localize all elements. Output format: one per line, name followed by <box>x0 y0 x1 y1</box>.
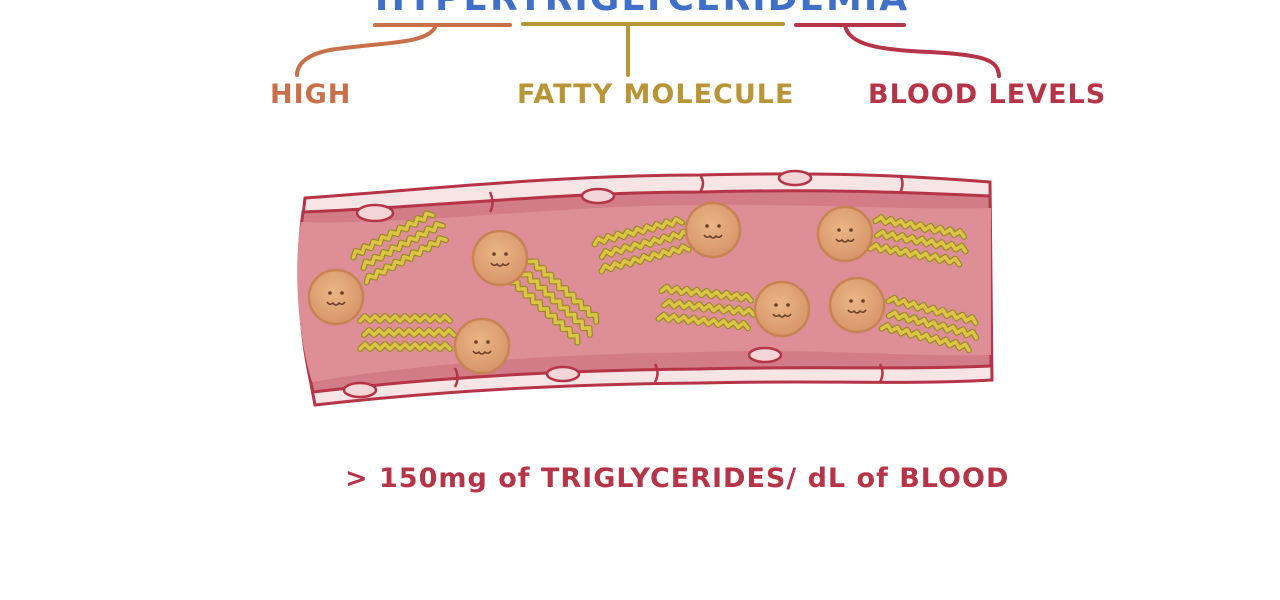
label-fatty-molecule: FATTY MOLECULE <box>517 79 795 110</box>
connector-high <box>295 23 512 77</box>
connector-fatty <box>521 22 785 77</box>
diagram-title: HYPERTRIGLYCERIDEMIA <box>372 0 912 17</box>
label-blood-levels: BLOOD LEVELS <box>868 79 1107 110</box>
label-high: HIGH <box>270 79 352 110</box>
definition-text: > 150mg of TRIGLYCERIDES/ dL of BLOOD <box>345 463 1010 494</box>
connector-blood <box>794 23 1001 78</box>
endothelial-cells <box>342 169 813 399</box>
